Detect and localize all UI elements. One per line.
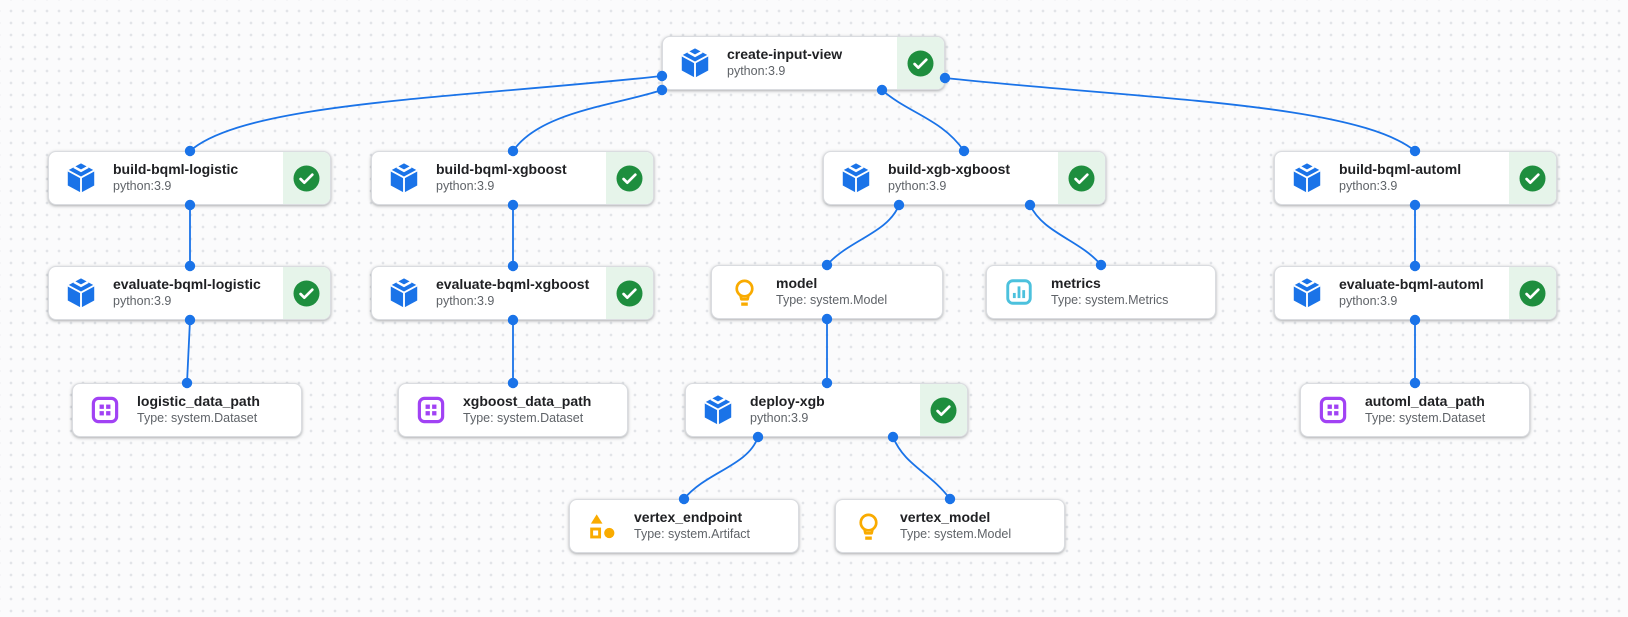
node-title: create-input-view (727, 45, 843, 62)
cube-icon (64, 276, 98, 310)
cube-icon (387, 276, 421, 310)
node-subtitle: Type: system.Metrics (1051, 293, 1169, 308)
success-check-icon (1519, 280, 1546, 306)
node-subtitle: python:3.9 (727, 64, 786, 79)
node-title: build-bqml-xgboost (436, 160, 567, 177)
node-title: evaluate-bqml-logistic (113, 275, 261, 292)
node-subtitle: Type: system.Dataset (463, 411, 584, 426)
status-success-badge (606, 267, 653, 319)
success-check-icon (293, 280, 320, 306)
node-subtitle: Type: system.Model (776, 293, 888, 308)
status-success-badge (606, 152, 653, 204)
lightbulb-icon (727, 275, 761, 309)
node-title: xgboost_data_path (463, 392, 592, 409)
node-title: metrics (1051, 274, 1101, 291)
node-title: build-bqml-automl (1339, 160, 1462, 177)
node-subtitle: python:3.9 (436, 179, 495, 194)
success-check-icon (930, 397, 957, 423)
node-title: logistic_data_path (137, 392, 260, 409)
node-subtitle: python:3.9 (113, 294, 172, 309)
cube-icon (678, 46, 712, 80)
cube-icon (387, 161, 421, 195)
status-success-badge (897, 37, 944, 89)
success-check-icon (1519, 165, 1546, 191)
node-title: automl_data_path (1365, 392, 1485, 409)
status-success-badge (1509, 152, 1556, 204)
node-subtitle: python:3.9 (113, 179, 172, 194)
cube-icon (701, 393, 735, 427)
success-check-icon (293, 165, 320, 191)
execution-node-evaluate-bqml-logistic[interactable]: evaluate-bqml-logistic python:3.9 (48, 266, 331, 320)
node-subtitle: python:3.9 (1339, 179, 1398, 194)
node-subtitle: Type: system.Model (900, 527, 1012, 542)
status-success-badge (1058, 152, 1105, 204)
execution-node-build-bqml-logistic[interactable]: build-bqml-logistic python:3.9 (48, 151, 331, 205)
node-title: evaluate-bqml-xgboost (436, 275, 590, 292)
dataset-icon (414, 393, 448, 427)
node-title: vertex_model (900, 508, 991, 525)
node-title: build-bqml-logistic (113, 160, 239, 177)
dataset-icon (1316, 393, 1350, 427)
node-title: evaluate-bqml-automl (1339, 275, 1484, 292)
lightbulb-icon (851, 509, 885, 543)
node-title: vertex_endpoint (634, 508, 743, 525)
execution-node-deploy-xgb[interactable]: deploy-xgb python:3.9 (685, 383, 968, 437)
node-subtitle: Type: system.Dataset (137, 411, 258, 426)
execution-node-build-xgb-xgboost[interactable]: build-xgb-xgboost python:3.9 (823, 151, 1106, 205)
cube-icon (1290, 276, 1324, 310)
cube-icon (64, 161, 98, 195)
node-subtitle: Type: system.Artifact (634, 527, 751, 542)
execution-node-evaluate-bqml-automl[interactable]: evaluate-bqml-automl python:3.9 (1274, 266, 1557, 320)
cube-icon (1290, 161, 1324, 195)
node-title: model (776, 274, 818, 291)
node-subtitle: python:3.9 (1339, 294, 1398, 309)
execution-node-build-bqml-xgboost[interactable]: build-bqml-xgboost python:3.9 (371, 151, 654, 205)
status-success-badge (283, 152, 330, 204)
success-check-icon (616, 165, 643, 191)
execution-node-evaluate-bqml-xgboost[interactable]: evaluate-bqml-xgboost python:3.9 (371, 266, 654, 320)
node-subtitle: python:3.9 (436, 294, 495, 309)
success-check-icon (1068, 165, 1095, 191)
node-title: deploy-xgb (750, 392, 825, 409)
cube-icon (839, 161, 873, 195)
node-subtitle: python:3.9 (888, 179, 947, 194)
artifact-icon (585, 509, 619, 543)
success-check-icon (907, 50, 934, 76)
status-success-badge (1509, 267, 1556, 319)
status-success-badge (283, 267, 330, 319)
node-subtitle: python:3.9 (750, 411, 809, 426)
execution-node-create-input-view[interactable]: create-input-view python:3.9 (662, 36, 945, 90)
dataset-icon (88, 393, 122, 427)
status-success-badge (920, 384, 967, 436)
node-title: build-xgb-xgboost (888, 160, 1011, 177)
metrics-icon (1002, 275, 1036, 309)
execution-node-build-bqml-automl[interactable]: build-bqml-automl python:3.9 (1274, 151, 1557, 205)
success-check-icon (616, 280, 643, 306)
node-subtitle: Type: system.Dataset (1365, 411, 1486, 426)
